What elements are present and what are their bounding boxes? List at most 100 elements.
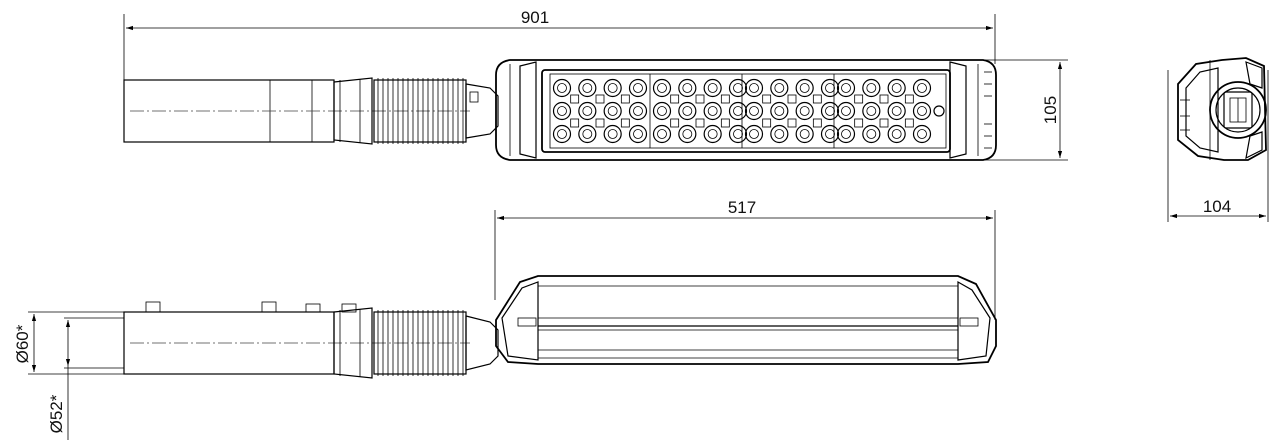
led-lens bbox=[728, 78, 748, 98]
led-chip bbox=[866, 106, 877, 116]
led-lens bbox=[744, 101, 764, 121]
led-chip bbox=[825, 106, 835, 116]
led-lens bbox=[552, 78, 572, 98]
led-chip bbox=[799, 106, 810, 116]
led-lens bbox=[795, 101, 814, 121]
dimension-head-length: 517 bbox=[494, 198, 996, 320]
led-spacer bbox=[762, 94, 772, 104]
led-spacer bbox=[620, 94, 630, 104]
led-lens bbox=[836, 78, 856, 98]
led-lens bbox=[887, 78, 906, 98]
led-lens bbox=[795, 124, 814, 144]
led-lens bbox=[578, 78, 597, 98]
led-chip bbox=[841, 129, 851, 139]
led-chip bbox=[657, 106, 667, 116]
led-lens bbox=[628, 78, 648, 98]
led-lens bbox=[603, 124, 622, 144]
led-chip bbox=[733, 106, 743, 116]
led-spacer bbox=[812, 118, 822, 128]
led-spacer bbox=[570, 118, 580, 128]
led-spacer bbox=[720, 118, 730, 128]
led-lens bbox=[912, 101, 932, 121]
led-spacer bbox=[570, 94, 580, 104]
led-lens bbox=[770, 101, 789, 121]
pipe-inner-diameter-label: Ø52* bbox=[47, 394, 66, 433]
led-lens bbox=[912, 124, 932, 144]
led-chip bbox=[657, 83, 667, 93]
led-spacer bbox=[904, 118, 914, 128]
led-chip bbox=[707, 106, 718, 116]
top-neck bbox=[465, 83, 499, 139]
led-spacer bbox=[720, 94, 730, 104]
led-lens bbox=[603, 101, 622, 121]
top-corrugated-sleeve bbox=[373, 78, 467, 144]
led-lens bbox=[652, 101, 672, 121]
led-chip bbox=[682, 106, 693, 116]
led-lens bbox=[578, 101, 597, 121]
led-spacer bbox=[670, 118, 680, 128]
led-lens bbox=[728, 101, 748, 121]
led-lens bbox=[744, 78, 764, 98]
led-spacer bbox=[595, 118, 605, 128]
top-pipe bbox=[123, 77, 470, 145]
led-chip bbox=[891, 106, 902, 116]
led-lens bbox=[652, 124, 672, 144]
led-spacer bbox=[762, 118, 772, 128]
led-lens bbox=[770, 124, 789, 144]
led-chip bbox=[607, 129, 618, 139]
led-lens bbox=[862, 101, 881, 121]
led-spacer bbox=[854, 118, 864, 128]
head-height-label: 105 bbox=[1041, 96, 1060, 124]
led-spacer bbox=[879, 118, 889, 128]
led-chip bbox=[657, 129, 667, 139]
led-chip bbox=[607, 106, 618, 116]
pipe-outer-diameter-label: Ø60* bbox=[13, 324, 32, 363]
end-view: 104 bbox=[1167, 57, 1269, 222]
led-spacer bbox=[812, 94, 822, 104]
led-lens bbox=[887, 101, 906, 121]
side-head bbox=[495, 275, 997, 365]
led-spacer bbox=[904, 94, 914, 104]
led-lens bbox=[820, 78, 840, 98]
led-chip bbox=[682, 129, 693, 139]
led-chip bbox=[633, 106, 643, 116]
led-chip bbox=[582, 129, 593, 139]
led-chip bbox=[841, 106, 851, 116]
head-length-label: 517 bbox=[728, 198, 756, 217]
led-lens bbox=[912, 78, 932, 98]
overall-length-label: 901 bbox=[521, 8, 549, 27]
led-chip bbox=[607, 83, 618, 93]
led-spacer bbox=[787, 94, 797, 104]
led-chip bbox=[917, 83, 927, 93]
led-chip bbox=[866, 83, 877, 93]
led-lens bbox=[795, 78, 814, 98]
led-spacer bbox=[595, 94, 605, 104]
led-lens bbox=[703, 101, 722, 121]
led-lens bbox=[678, 124, 697, 144]
led-lens bbox=[578, 124, 597, 144]
side-corrugated-sleeve bbox=[373, 310, 467, 376]
led-chip bbox=[866, 129, 877, 139]
led-lens bbox=[770, 78, 789, 98]
led-chip bbox=[891, 83, 902, 93]
led-chip bbox=[707, 129, 718, 139]
led-chip bbox=[749, 129, 759, 139]
led-chip bbox=[774, 106, 785, 116]
dimension-end-width: 104 bbox=[1167, 70, 1269, 222]
led-lens bbox=[703, 124, 722, 144]
dimension-pipe-diameters: Ø60* Ø52* bbox=[13, 311, 124, 440]
led-chip bbox=[774, 83, 785, 93]
led-lens bbox=[628, 101, 648, 121]
led-spacer bbox=[695, 94, 705, 104]
led-chip bbox=[557, 83, 567, 93]
end-width-label: 104 bbox=[1203, 197, 1231, 216]
led-spacer bbox=[695, 118, 705, 128]
led-lens bbox=[703, 78, 722, 98]
led-spacer bbox=[670, 94, 680, 104]
led-array bbox=[552, 78, 932, 144]
led-spacer bbox=[620, 118, 630, 128]
led-chip bbox=[891, 129, 902, 139]
side-pipe bbox=[123, 301, 470, 379]
led-chip bbox=[682, 83, 693, 93]
